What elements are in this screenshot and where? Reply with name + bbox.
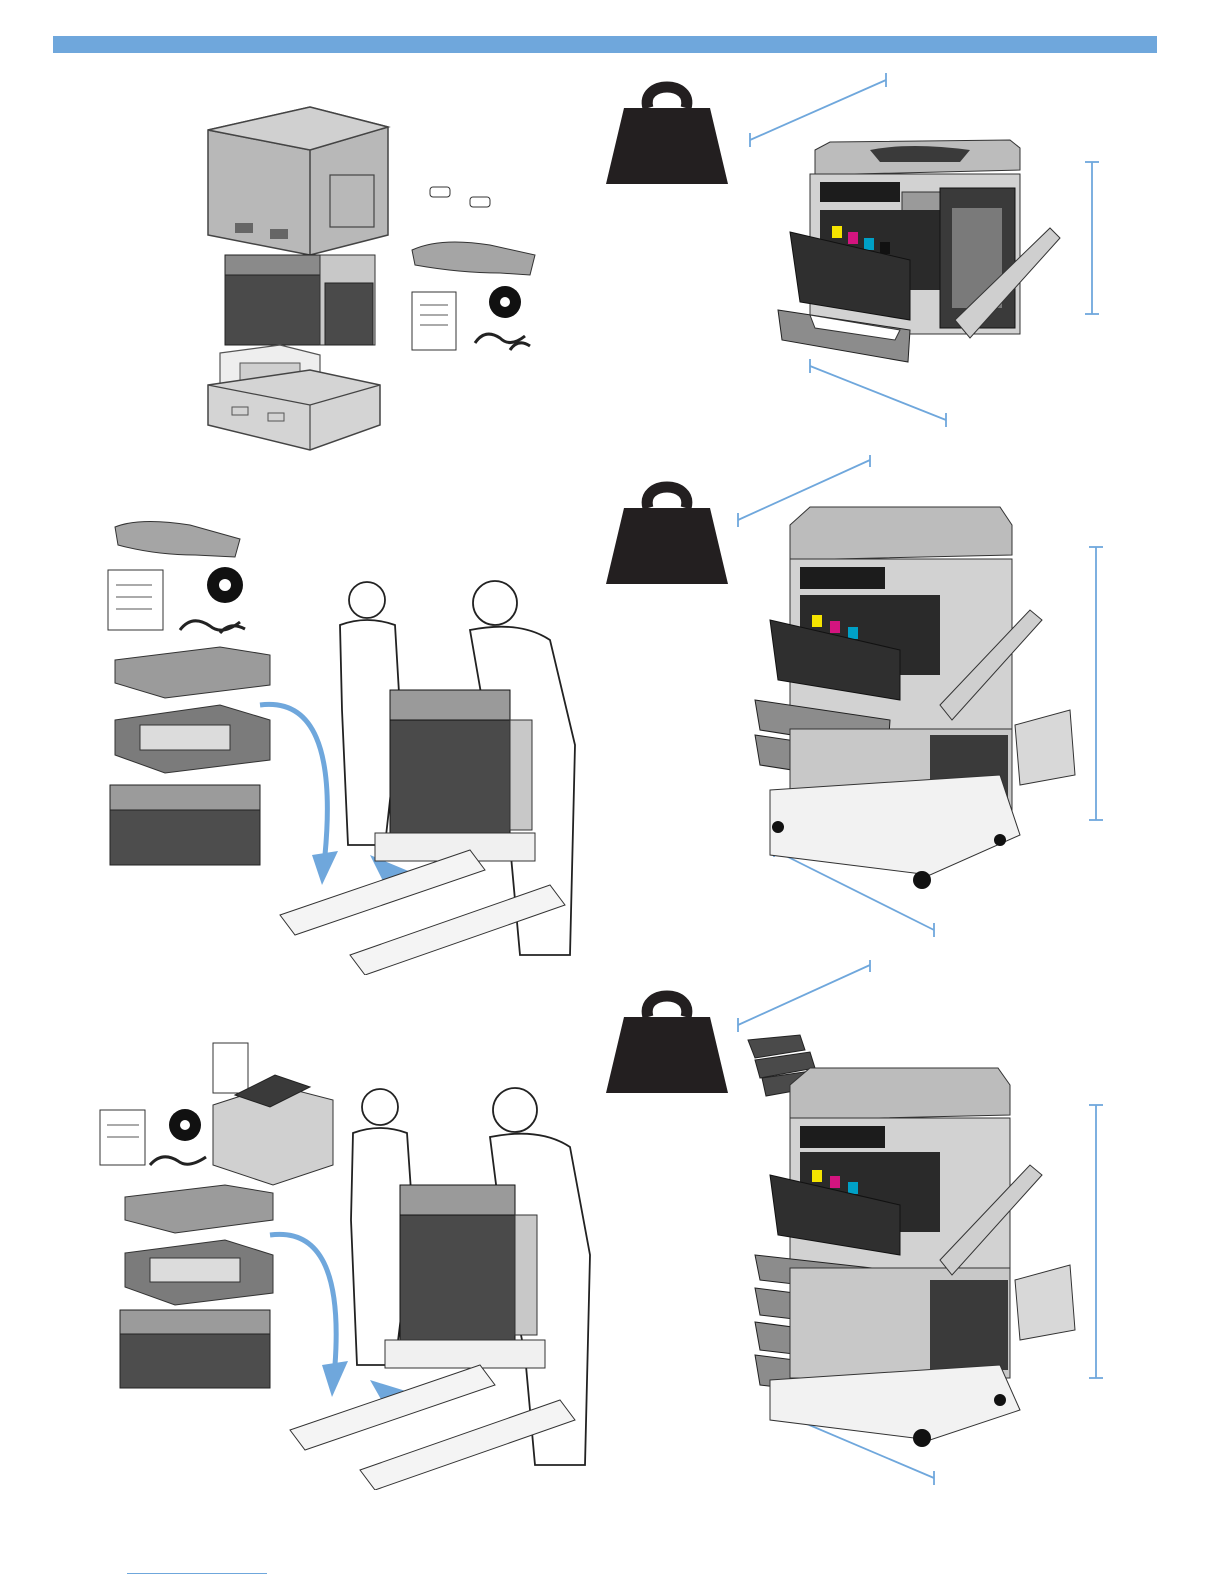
unboxing-illustration	[200, 105, 550, 455]
weight-icon	[606, 985, 728, 1093]
lifting-illustration-1	[100, 515, 600, 975]
printer-model-3-illustration	[730, 960, 1110, 1490]
printer-model-2-illustration	[730, 455, 1110, 945]
footer-link[interactable]	[127, 1559, 267, 1574]
lifting-illustration-2	[95, 1035, 600, 1490]
header-bar	[53, 36, 1157, 53]
weight-icon	[606, 476, 728, 584]
weight-icon	[606, 76, 728, 184]
printer-model-1-illustration	[740, 70, 1110, 430]
